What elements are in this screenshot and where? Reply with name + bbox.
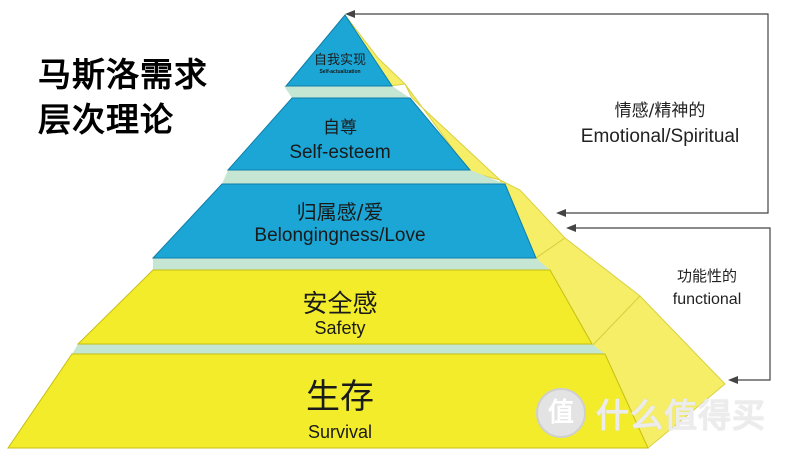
watermark: 值 什么值得买 (536, 386, 786, 440)
ledge-3 (153, 258, 550, 270)
bracket-functional (574, 227, 771, 381)
level-4-cn: 安全感 (302, 289, 378, 318)
level-1-en: Self-actualization (319, 69, 361, 75)
tier-self-esteem (226, 97, 472, 171)
arrow-head-top-icon (345, 10, 355, 18)
level-2-cn: 自尊 (323, 118, 357, 138)
arrow-head-functional-top-icon (566, 224, 576, 232)
ledge-2 (222, 170, 505, 184)
tier-self-actualization (284, 14, 393, 87)
level-5-en: Survival (307, 422, 373, 442)
title-line-2: 层次理论 (38, 100, 174, 139)
watermark-badge-icon: 值 (536, 388, 586, 438)
level-3-en: Belongingness/Love (254, 225, 426, 246)
title-line-1: 马斯洛需求 (38, 55, 208, 94)
level-2-en: Self-esteem (289, 142, 391, 163)
group-emotional-cn: 情感/精神的 (614, 101, 706, 121)
tier-belongingness (151, 183, 537, 259)
ledge-4 (72, 344, 605, 354)
level-4-en: Safety (314, 318, 366, 338)
ledge-1 (284, 86, 410, 98)
arrow-head-mid-icon (556, 209, 566, 217)
level-1-cn: 自我实现 (313, 53, 366, 68)
watermark-text: 什么值得买 (596, 396, 766, 435)
group-functional-en: functional (672, 291, 742, 308)
group-emotional-en: Emotional/Spiritual (580, 126, 740, 147)
diagram-title: 马斯洛需求 层次理论 (38, 52, 238, 142)
tier-survival (7, 353, 649, 449)
arrow-head-bottom-icon (728, 376, 738, 384)
tier-safety (76, 269, 593, 345)
level-5-cn: 生存 (306, 377, 374, 417)
level-3-cn: 归属感/爱 (296, 200, 384, 224)
bracket-emotional (352, 13, 769, 214)
group-functional-cn: 功能性的 (676, 267, 737, 285)
